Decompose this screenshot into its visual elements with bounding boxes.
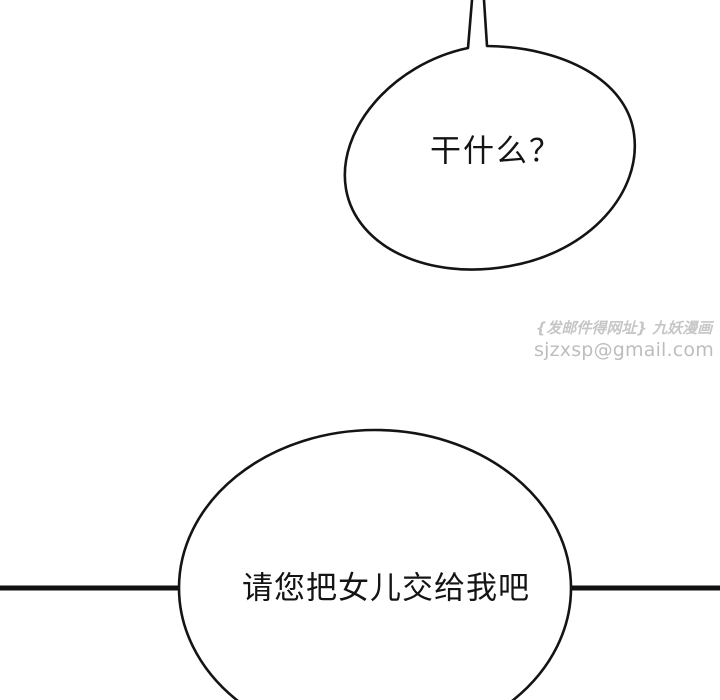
speech-bubble-top-text: 干什么？ <box>430 133 562 170</box>
speech-bubble-bottom <box>177 428 573 700</box>
speech-bubble-bottom-text: 请您把女儿交给我吧 <box>242 570 530 607</box>
speech-bubble-top <box>343 0 637 271</box>
speech-bubble-top-outline <box>343 0 637 271</box>
speech-bubble-bottom-outline <box>177 428 573 700</box>
